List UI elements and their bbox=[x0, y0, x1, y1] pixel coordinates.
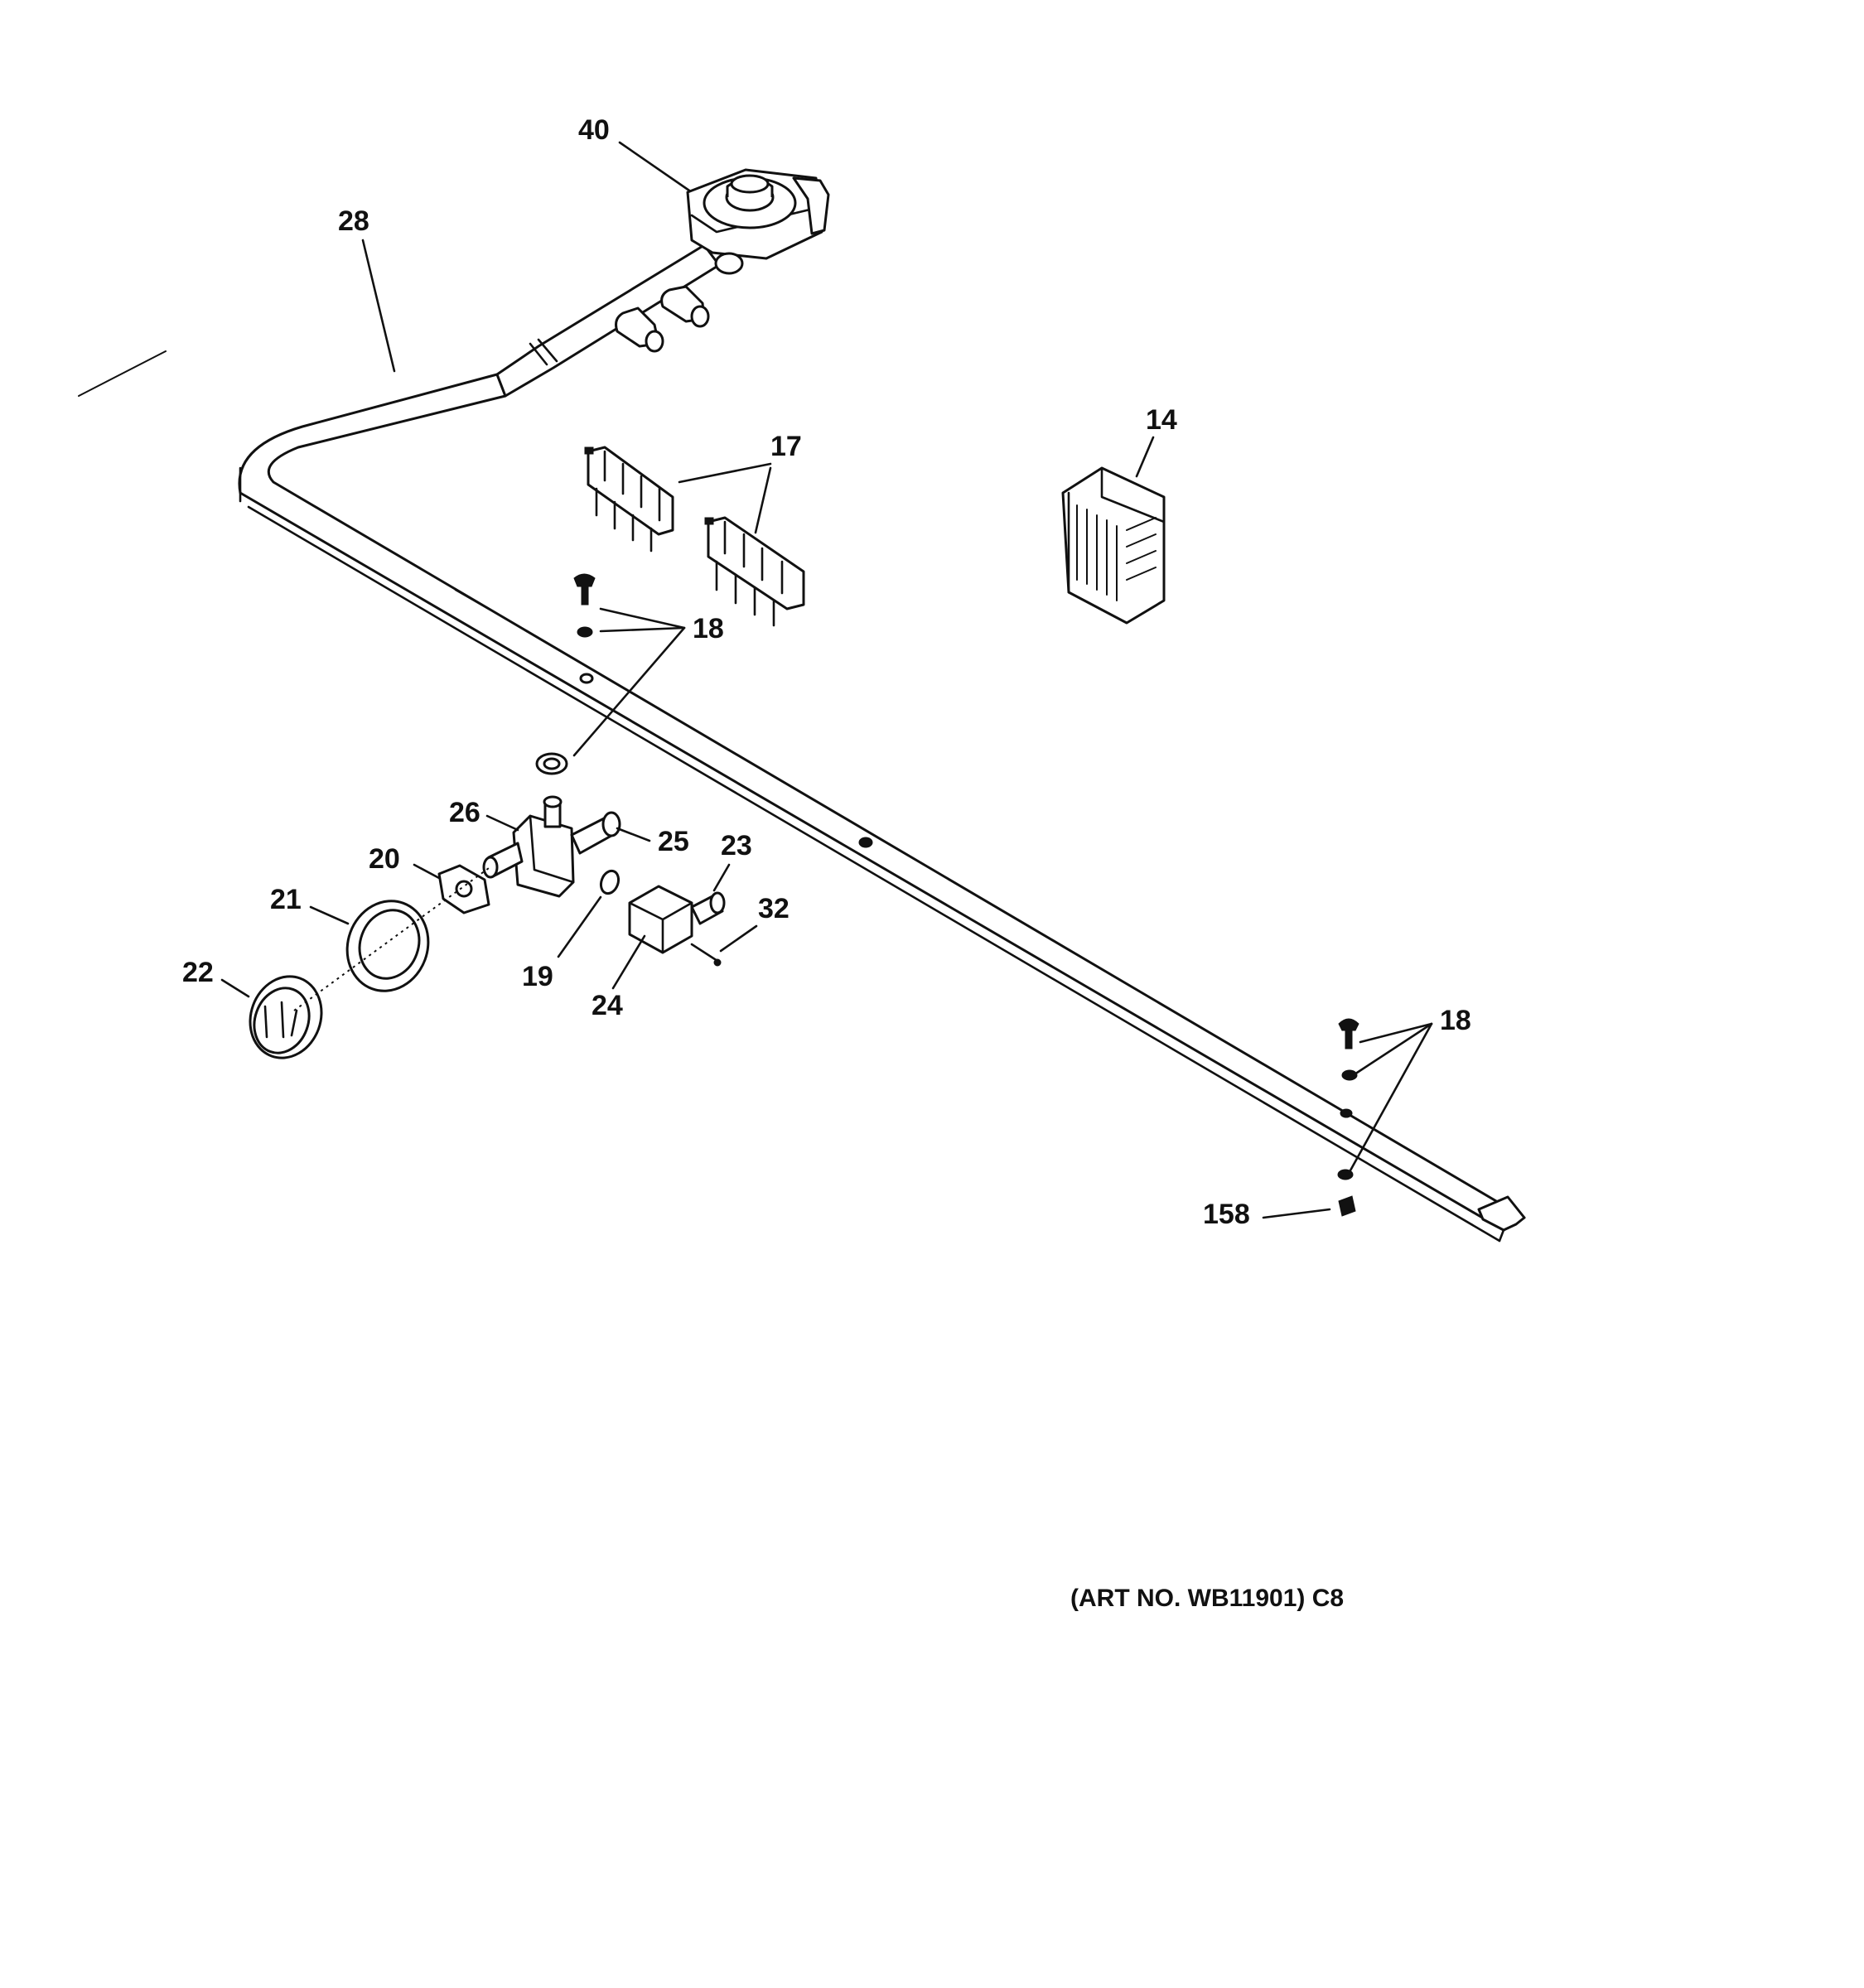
callout-14: 14 bbox=[1146, 404, 1177, 436]
callout-18-upper: 18 bbox=[693, 613, 724, 644]
spark-module bbox=[1061, 466, 1166, 625]
callout-17: 17 bbox=[770, 431, 802, 462]
pressure-regulator bbox=[686, 168, 830, 275]
callout-158: 158 bbox=[1203, 1199, 1250, 1230]
callout-25: 25 bbox=[658, 826, 689, 857]
callout-21: 21 bbox=[270, 884, 302, 915]
terminal-block-upper bbox=[584, 446, 674, 552]
callout-19: 19 bbox=[522, 961, 553, 992]
callout-22: 22 bbox=[182, 957, 214, 988]
callout-32: 32 bbox=[758, 893, 790, 924]
terminal-block-lower bbox=[704, 516, 805, 627]
callout-23: 23 bbox=[721, 830, 752, 861]
screws-and-washers-lower bbox=[1337, 1018, 1359, 1217]
callout-40: 40 bbox=[578, 114, 610, 146]
art-number: (ART NO. WB11901) C8 bbox=[1070, 1585, 1344, 1612]
leader-lines bbox=[78, 141, 1433, 1219]
callout-labels: 40 28 17 14 18 26 25 23 20 21 32 22 19 2… bbox=[182, 114, 1471, 1612]
callout-20: 20 bbox=[369, 843, 400, 875]
callout-26: 26 bbox=[449, 797, 480, 828]
callout-18-lower: 18 bbox=[1440, 1005, 1471, 1036]
callout-28: 28 bbox=[338, 205, 369, 237]
manifold-pipe bbox=[238, 244, 1526, 1242]
screw-and-washer-upper bbox=[573, 573, 596, 638]
valve-assembly bbox=[249, 752, 726, 1059]
callout-24: 24 bbox=[592, 990, 623, 1021]
